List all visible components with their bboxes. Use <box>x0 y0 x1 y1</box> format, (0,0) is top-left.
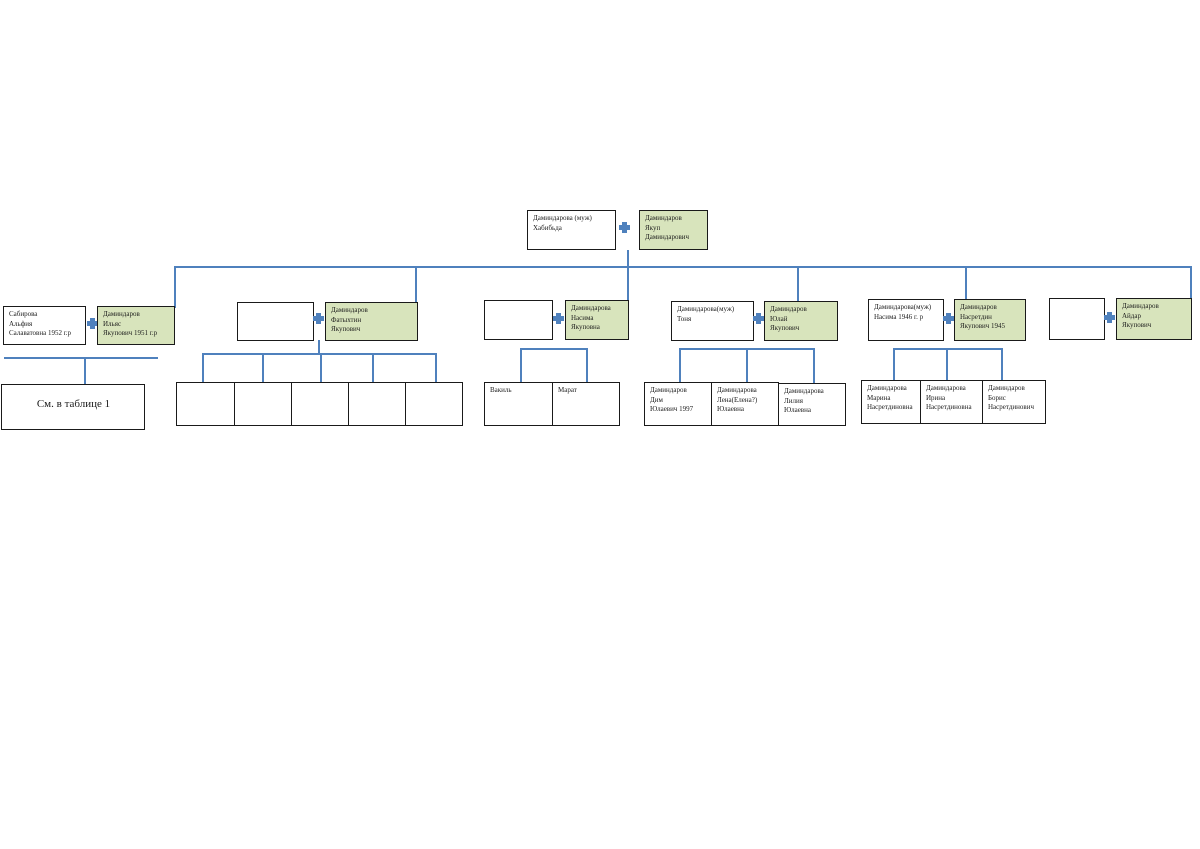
drop-line-family-4 <box>797 266 799 301</box>
family-5-wife-box: Даминдарова(муж) Насима 1946 г. р <box>868 299 944 341</box>
family-6-husband-box: Даминдаров Айдар Якупович <box>1116 298 1192 340</box>
child-bus-family-2 <box>202 353 437 355</box>
family-4-husband-box: Даминдаров Юлай Якупович <box>764 301 838 341</box>
marriage-plus-icon <box>87 318 98 329</box>
family-2-husband-box: Даминдаров Фатыхтин Якупович <box>325 302 418 341</box>
family-2-child-box <box>348 382 406 426</box>
family-2-child-box <box>176 382 235 426</box>
family-5-child-box: Даминдарова Марина Насретдиновна <box>861 380 922 424</box>
family-6-wife-box <box>1049 298 1105 340</box>
child-drop-family-3-2 <box>586 348 588 383</box>
marriage-plus-icon <box>1104 312 1115 323</box>
marriage-plus-icon <box>943 313 954 324</box>
child-drop-family-4-3 <box>813 348 815 384</box>
marriage-plus-icon <box>753 313 764 324</box>
child-drop-family-5-2 <box>946 348 948 381</box>
family-2-wife-box <box>237 302 314 341</box>
parent-drop-family-2 <box>318 340 320 354</box>
family-4-child-box: Даминдарова Лилия Юлаевна <box>778 383 846 426</box>
marriage-plus-icon <box>619 222 630 233</box>
family-5-child-box: Даминдарова Ирина Насретдиновна <box>920 380 984 424</box>
family-2-child-box <box>234 382 292 426</box>
family-3-husband-box: Даминдарова Насима Якуповна <box>565 300 629 340</box>
child-bus-family-1 <box>4 357 158 359</box>
family-5-child-box: Даминдаров Борис Насретдинович <box>982 380 1046 424</box>
family-2-child-box <box>291 382 349 426</box>
drop-line-family-6 <box>1190 266 1192 299</box>
child-drop-family-4-2 <box>746 348 748 383</box>
child-drop-family-1 <box>84 357 86 385</box>
family-1-reference-box: См. в таблице 1 <box>1 384 145 430</box>
child-drop-family-2-2 <box>262 353 264 383</box>
family-4-wife-box: Даминдарова(муж) Тоня <box>671 301 754 341</box>
child-drop-family-2-4 <box>372 353 374 383</box>
drop-line-family-3 <box>627 266 629 300</box>
child-bus-family-5 <box>893 348 1003 350</box>
family-5-husband-box: Даминдаров Насретдин Якупович 1945 <box>954 299 1026 341</box>
child-drop-family-4-1 <box>679 348 681 383</box>
drop-line-family-1 <box>174 266 176 308</box>
family-4-child-box: Даминдаров Дим Юлаевич 1997 <box>644 382 712 426</box>
family-3-wife-box <box>484 300 553 340</box>
child-drop-family-5-1 <box>893 348 895 381</box>
family-1-husband-box: Даминдаров Ильяс Якупович 1951 г.р <box>97 306 175 345</box>
marriage-plus-icon <box>313 313 324 324</box>
drop-line-family-2 <box>415 266 417 303</box>
family-2-child-box <box>405 382 463 426</box>
child-drop-family-2-3 <box>320 353 322 383</box>
root-drop-line <box>627 250 629 268</box>
child-drop-family-3-1 <box>520 348 522 383</box>
generation-bus-line <box>174 266 1192 268</box>
family-3-child-box: Вакиль <box>484 382 553 426</box>
child-bus-family-3 <box>520 348 588 350</box>
child-drop-family-2-1 <box>202 353 204 383</box>
child-drop-family-5-3 <box>1001 348 1003 381</box>
family-4-child-box: Даминдарова Лена(Елена?) Юлаевна <box>711 382 779 426</box>
child-drop-family-2-5 <box>435 353 437 383</box>
family-1-wife-box: Сабирова Альфия Салаватовна 1952 г.р <box>3 306 86 345</box>
marriage-plus-icon <box>553 313 564 324</box>
drop-line-family-5 <box>965 266 967 301</box>
root-wife-box: Даминдарова (муж) Хабибьда <box>527 210 616 250</box>
family-3-child-box: Марат <box>552 382 620 426</box>
root-husband-box: Даминдаров Якуп Даминдарович <box>639 210 708 250</box>
